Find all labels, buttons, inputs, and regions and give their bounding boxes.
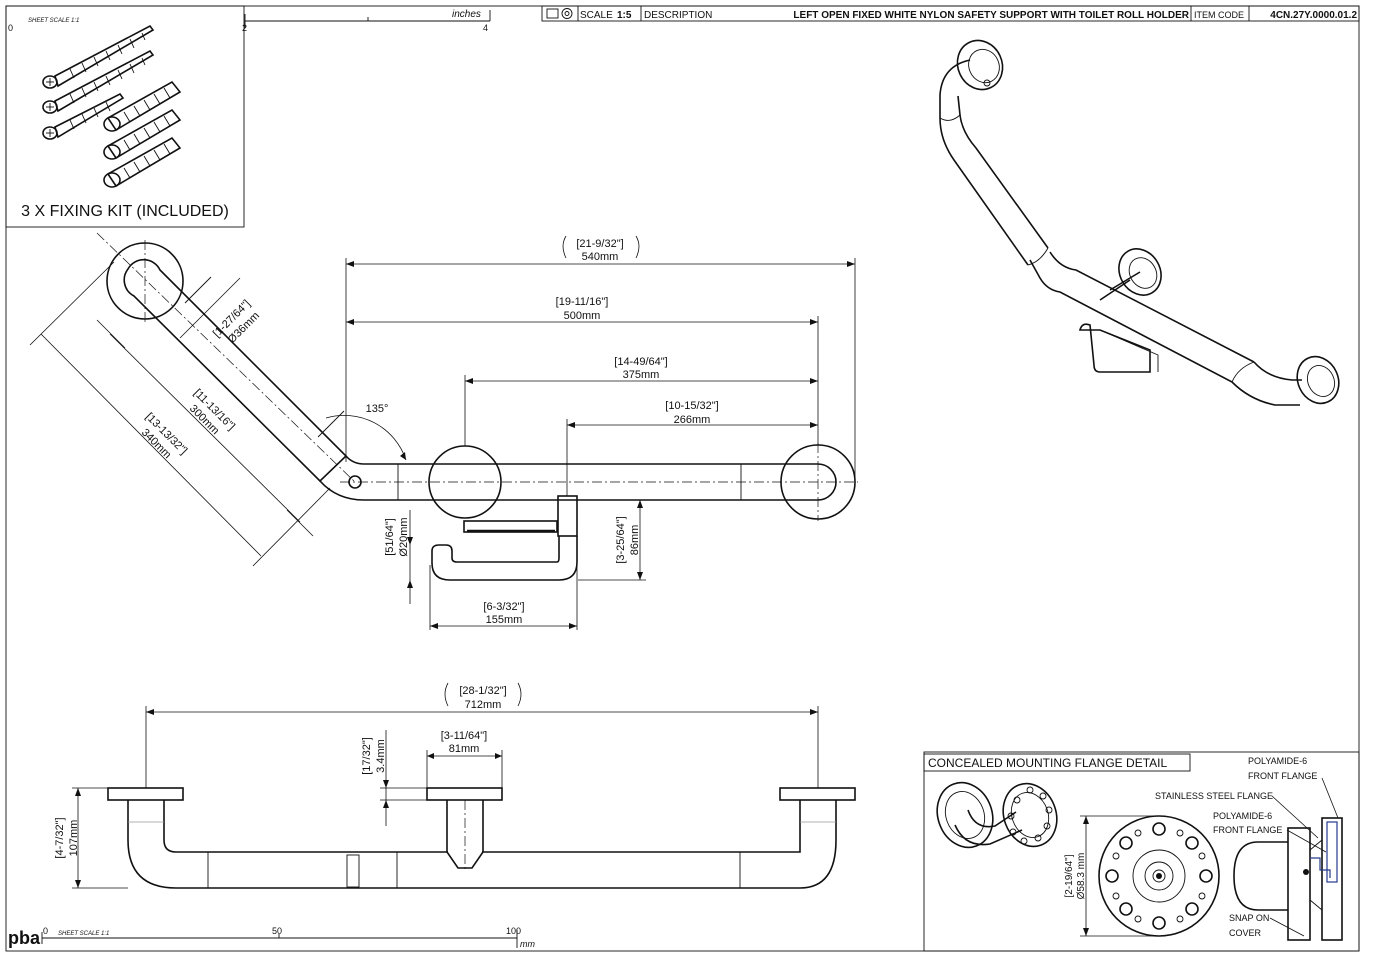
dim-266-inch: [10-15/32"] <box>665 400 718 412</box>
flange-bolt-holes <box>1105 822 1213 930</box>
title-block: SCALE 1:5 DESCRIPTION LEFT OPEN FIXED WH… <box>541 5 1360 22</box>
label-snap-on-2: COVER <box>1229 928 1262 938</box>
dim-angle: 135° <box>366 403 389 415</box>
sheet-border <box>5 5 1360 952</box>
dim-155-mm: 155mm <box>486 614 523 626</box>
plan-flange-right <box>779 787 856 801</box>
dim-34-mm: 3.4mm <box>375 739 387 773</box>
mm-sheet-scale: SHEET SCALE 1:1 <box>58 931 109 937</box>
plan-flange-middle <box>426 787 503 801</box>
inch-ruler: 0 2 4 inches <box>8 9 491 33</box>
label-front-flange-mid: POLYAMIDE-6 <box>1213 811 1272 821</box>
dim-375-inch: [14-49/64"] <box>614 356 667 368</box>
dim-81-inch: [3-11/64"] <box>441 730 488 742</box>
dim-dia583-mm: Ø58.3 mm <box>1076 853 1087 900</box>
flange-hole-icons <box>1007 786 1053 845</box>
front-dimensions: [21-9/32"] 540mm [19-11/16"] 500mm [14-4… <box>29 235 856 630</box>
item-code-label: ITEM CODE <box>1194 10 1244 20</box>
dim-540-inch: [21-9/32"] <box>576 238 623 250</box>
dim-dia583-inch: [2-19/64"] <box>1064 854 1075 897</box>
fixing-kit-panel: SHEET SCALE 1:1 <box>5 5 245 228</box>
dim-107-mm: 107mm <box>68 820 80 857</box>
dim-500-inch: [19-11/16"] <box>556 296 609 308</box>
description-label: DESCRIPTION <box>644 10 712 21</box>
description-text: LEFT OPEN FIXED WHITE NYLON SAFETY SUPPO… <box>793 10 1189 21</box>
dim-107-inch: [4-7/32"] <box>54 817 66 858</box>
dim-375-mm: 375mm <box>623 369 660 381</box>
dim-712-mm: 712mm <box>465 699 502 711</box>
label-snap-on: SNAP ON <box>1229 913 1269 923</box>
screw-icon <box>42 24 155 140</box>
dim-dia20-inch: [51/64"] <box>384 518 396 556</box>
dim-540-mm: 540mm <box>582 251 619 263</box>
fixing-kit-caption: 3 X FIXING KIT (INCLUDED) <box>21 203 229 220</box>
dim-34-inch: [17/32"] <box>361 737 373 775</box>
dim-86-inch: [3-25/64"] <box>615 516 627 563</box>
toilet-roll-holder <box>431 495 578 581</box>
projection-icon <box>546 8 573 19</box>
plan-view <box>107 787 856 889</box>
mm-tick-0: 0 <box>43 926 48 936</box>
dim-86-mm: 86mm <box>629 525 641 556</box>
mm-tick-50: 50 <box>272 926 282 936</box>
dim-dia20-mm: Ø20mm <box>398 517 410 556</box>
wall-plug-icon <box>103 80 182 188</box>
scale-label: SCALE <box>580 10 613 21</box>
plan-dimensions: [28-1/32"] 712mm [3-11/64"] 81mm [17/32"… <box>54 682 819 889</box>
pba-logo: pba <box>8 928 41 948</box>
mm-ruler: 0 50 100 SHEET SCALE 1:1 mm <box>41 926 535 949</box>
mm-tick-100: 100 <box>506 926 521 936</box>
label-front-flange-top-2: FRONT FLANGE <box>1248 771 1317 781</box>
label-steel-flange: STAINLESS STEEL FLANGE <box>1155 791 1273 801</box>
inch-tick-2: 2 <box>242 23 247 33</box>
dim-500-mm: 500mm <box>564 310 601 322</box>
dim-81-mm: 81mm <box>449 743 480 755</box>
item-code: 4CN.27Y.0000.01.2 <box>1270 10 1357 21</box>
dim-266-mm: 266mm <box>674 414 711 426</box>
inch-unit: inches <box>452 9 481 20</box>
inch-tick-4: 4 <box>483 23 488 33</box>
scale-value: 1:5 <box>617 10 632 21</box>
dim-712-inch: [28-1/32"] <box>459 685 506 697</box>
dim-155-inch: [6-3/32"] <box>483 601 524 613</box>
kit-sheet-scale: SHEET SCALE 1:1 <box>28 18 79 24</box>
label-front-flange-top: POLYAMIDE-6 <box>1248 756 1307 766</box>
mm-unit: mm <box>520 939 535 949</box>
inch-tick-0: 0 <box>8 23 13 33</box>
isometric-view <box>939 39 1340 406</box>
flange-detail-title: CONCEALED MOUNTING FLANGE DETAIL <box>928 756 1167 770</box>
plan-flange-left <box>107 787 184 801</box>
front-view <box>96 232 858 581</box>
label-front-flange-mid-2: FRONT FLANGE <box>1213 825 1282 835</box>
flange-detail-panel: CONCEALED MOUNTING FLANGE DETAIL <box>923 751 1360 952</box>
